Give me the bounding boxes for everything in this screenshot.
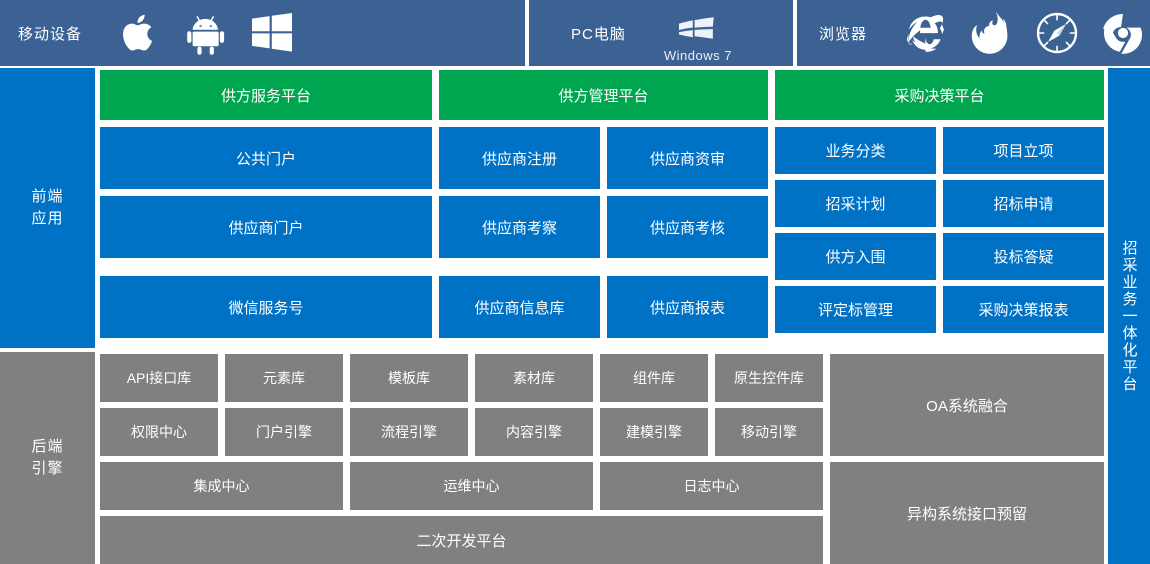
client-segment-pc: PC电脑 Windows 7 — [529, 0, 793, 66]
backend-tile-api-library[interactable]: API接口库 — [100, 354, 218, 402]
internet-explorer-icon — [903, 11, 947, 55]
frontend-tile-project-initiation[interactable]: 项目立项 — [943, 127, 1104, 174]
backend-tile-mobile-engine[interactable]: 移动引擎 — [715, 408, 823, 456]
topbar-divider-2 — [793, 0, 797, 66]
backend-tile-element-library[interactable]: 元素库 — [225, 354, 343, 402]
frontend-tile-procurement-plan[interactable]: 招采计划 — [775, 180, 936, 227]
topbar-divider-1 — [525, 0, 529, 66]
backend-tile-secondary-development-platform[interactable]: 二次开发平台 — [100, 516, 823, 564]
sidebar-backend-label-line1: 后端 — [31, 438, 64, 455]
frontend-tile-wechat-service[interactable]: 微信服务号 — [100, 276, 432, 338]
backend-tile-portal-engine[interactable]: 门户引擎 — [225, 408, 343, 456]
backend-tile-content-engine[interactable]: 内容引擎 — [475, 408, 593, 456]
frontend-tile-supplier-portal[interactable]: 供应商门户 — [100, 196, 432, 258]
firefox-icon — [969, 11, 1013, 55]
backend-tile-material-library[interactable]: 素材库 — [475, 354, 593, 402]
frontend-tile-business-classification[interactable]: 业务分类 — [775, 127, 936, 174]
backend-tile-process-engine[interactable]: 流程引擎 — [350, 408, 468, 456]
frontend-tile-supplier-assessment[interactable]: 供应商考核 — [607, 196, 768, 258]
backend-tile-component-library[interactable]: 组件库 — [600, 354, 708, 402]
browser-label: 浏览器 — [819, 25, 868, 43]
frontend-zone: 供方服务平台 供方管理平台 采购决策平台 公共门户 供应商门户 微信服务号 供应… — [100, 68, 1104, 348]
vertical-platform-label: 招采业务一体化平台 — [1120, 239, 1138, 393]
backend-tile-integration-center[interactable]: 集成中心 — [100, 462, 343, 510]
sidebar-backend-engines: 后端 引擎 — [0, 352, 95, 564]
backend-tile-oa-integration[interactable]: OA系统融合 — [830, 354, 1104, 456]
windows7-icon — [676, 3, 720, 47]
sidebar-frontend-applications: 前端 应用 — [0, 68, 95, 348]
backend-tile-modeling-engine[interactable]: 建模引擎 — [600, 408, 708, 456]
frontend-tile-bid-clarification[interactable]: 投标答疑 — [943, 233, 1104, 280]
sidebar-backend-label: 后端 引擎 — [31, 436, 63, 480]
frontend-tile-supplier-report[interactable]: 供应商报表 — [607, 276, 768, 338]
frontend-tile-supplier-database[interactable]: 供应商信息库 — [439, 276, 600, 338]
sidebar-frontend-label-line1: 前端 — [31, 188, 64, 205]
platform-header-supplier-management[interactable]: 供方管理平台 — [439, 70, 768, 120]
frontend-tile-supplier-registration[interactable]: 供应商注册 — [439, 127, 600, 189]
architecture-main: 前端 应用 后端 引擎 招采业务一体化平台 供方服务平台 供方管理平台 采购决策… — [0, 68, 1150, 564]
sidebar-frontend-label-line2: 应用 — [31, 210, 64, 227]
client-platform-bar: 移动设备 — [0, 0, 1150, 66]
apple-icon — [118, 11, 162, 55]
pc-label: PC电脑 — [571, 25, 626, 43]
frontend-tile-supplier-inspection[interactable]: 供应商考察 — [439, 196, 600, 258]
windows7-caption: Windows 7 — [663, 48, 732, 63]
client-segment-mobile: 移动设备 — [0, 0, 525, 66]
backend-tile-operation-center[interactable]: 运维中心 — [350, 462, 593, 510]
backend-zone: API接口库 元素库 模板库 素材库 组件库 原生控件库 权限中心 门户引擎 流… — [100, 352, 1104, 564]
sidebar-frontend-label: 前端 应用 — [31, 186, 63, 230]
backend-tile-log-center[interactable]: 日志中心 — [600, 462, 823, 510]
platform-header-supplier-service[interactable]: 供方服务平台 — [100, 70, 432, 120]
backend-tile-native-control-library[interactable]: 原生控件库 — [715, 354, 823, 402]
chrome-icon — [1101, 11, 1145, 55]
frontend-tile-supplier-shortlist[interactable]: 供方入围 — [775, 233, 936, 280]
windows-phone-icon — [250, 11, 294, 55]
android-icon — [184, 11, 228, 55]
frontend-tile-procurement-decision-report[interactable]: 采购决策报表 — [943, 286, 1104, 333]
vertical-platform-banner: 招采业务一体化平台 — [1108, 68, 1150, 564]
backend-tile-heterogeneous-interface[interactable]: 异构系统接口预留 — [830, 462, 1104, 564]
frontend-tile-bid-application[interactable]: 招标申请 — [943, 180, 1104, 227]
frontend-tile-evaluation-management[interactable]: 评定标管理 — [775, 286, 936, 333]
frontend-tile-public-portal[interactable]: 公共门户 — [100, 127, 432, 189]
windows7-icon-group: Windows 7 — [664, 3, 732, 63]
sidebar-backend-label-line2: 引擎 — [31, 460, 64, 477]
mobile-icon-group — [118, 11, 294, 55]
frontend-tile-supplier-qualification[interactable]: 供应商资审 — [607, 127, 768, 189]
mobile-devices-label: 移动设备 — [18, 25, 83, 43]
platform-header-procurement-decision[interactable]: 采购决策平台 — [775, 70, 1104, 120]
browser-icon-group — [903, 11, 1145, 55]
client-segment-browser: 浏览器 — [797, 0, 1150, 66]
safari-icon — [1035, 11, 1079, 55]
backend-tile-template-library[interactable]: 模板库 — [350, 354, 468, 402]
backend-tile-permission-center[interactable]: 权限中心 — [100, 408, 218, 456]
